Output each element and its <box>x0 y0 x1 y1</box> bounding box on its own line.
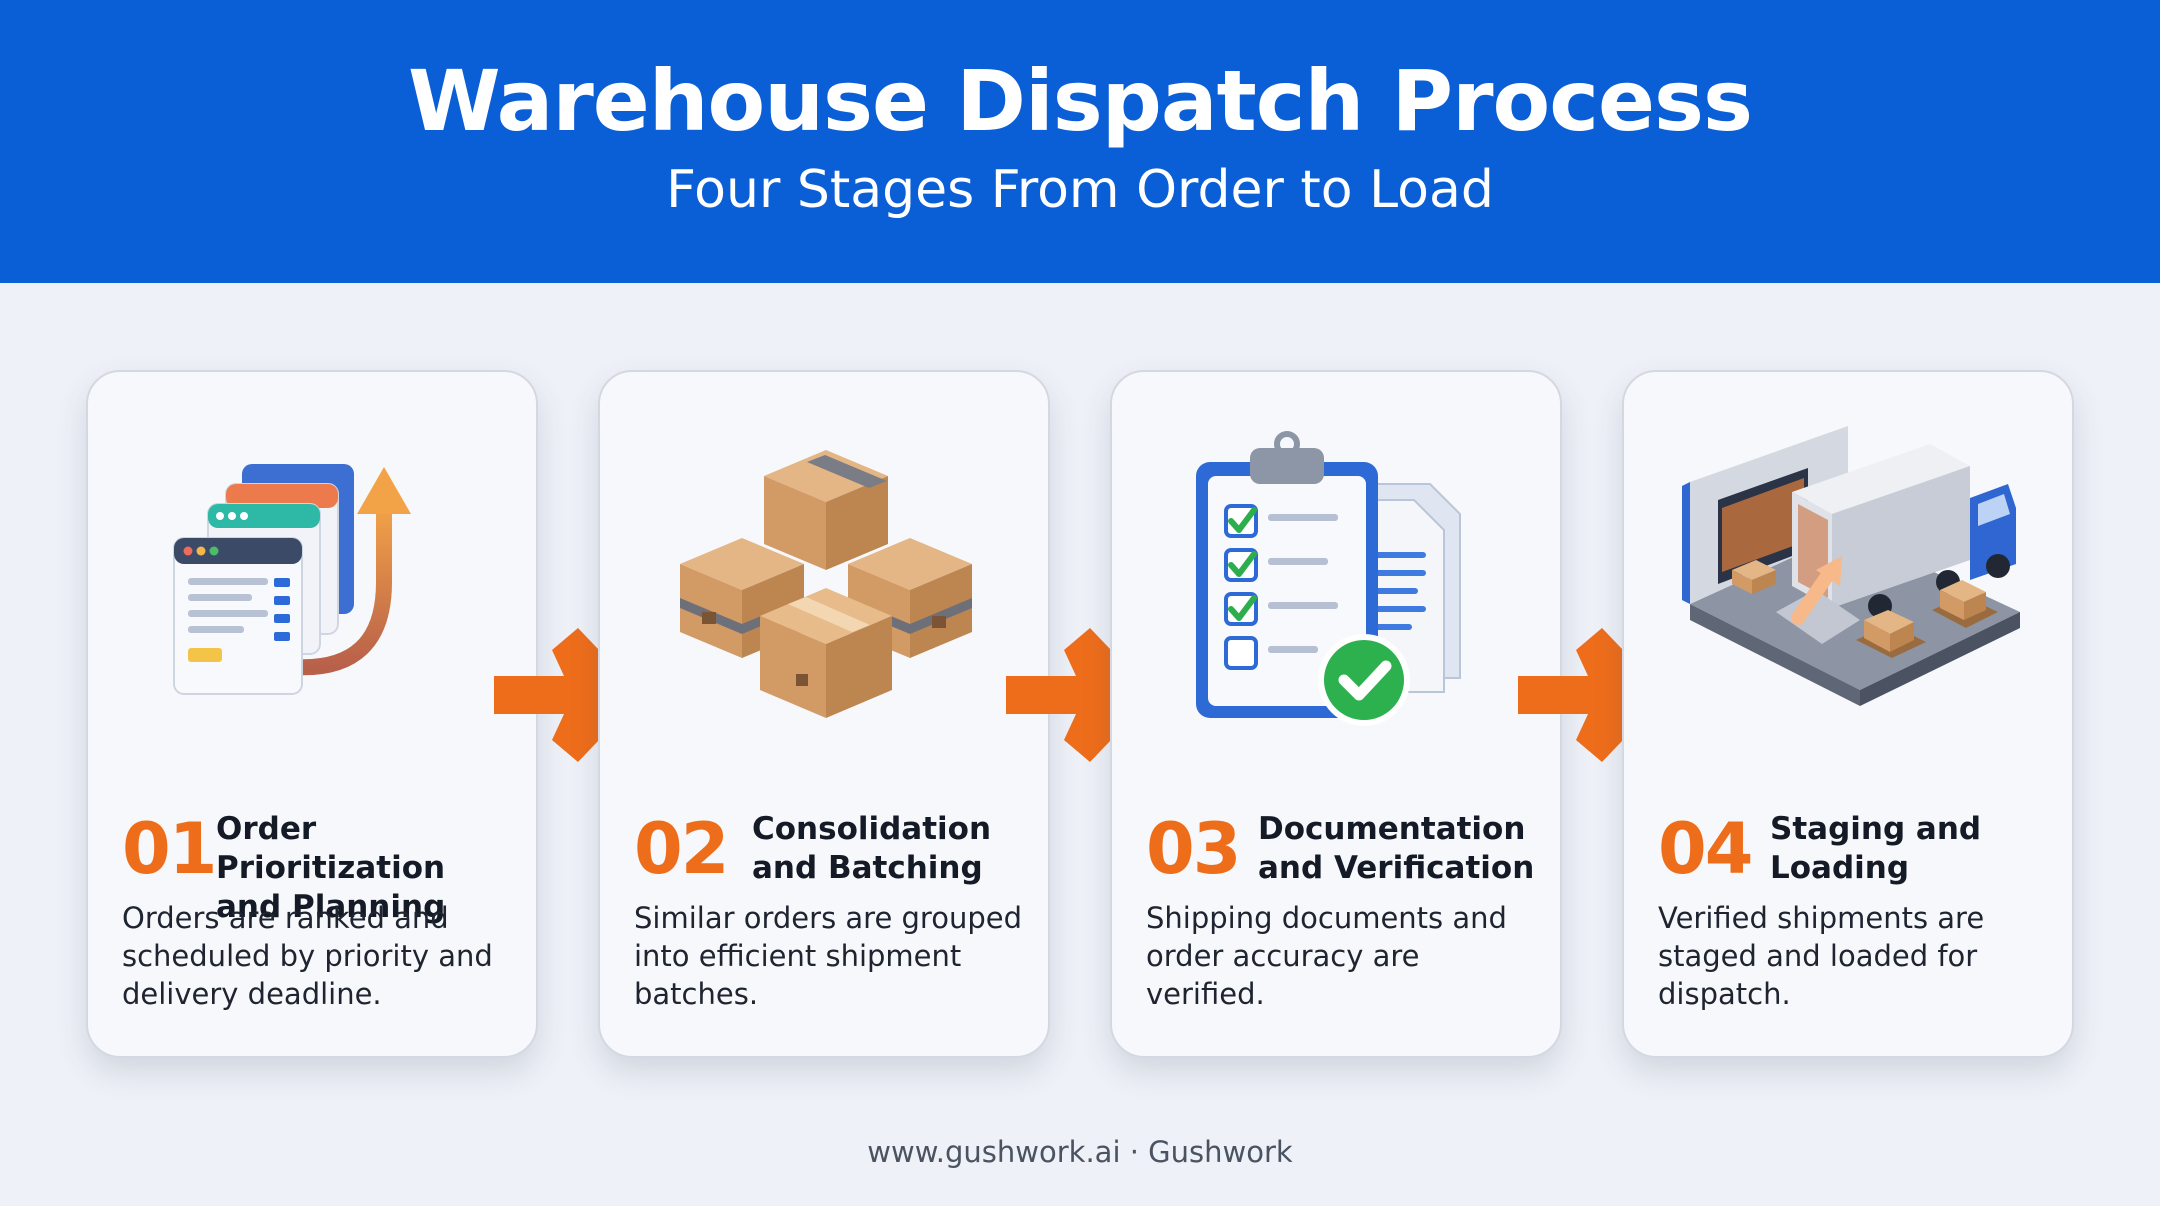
step-description-line: Verified shipments are <box>1658 901 1985 935</box>
checklist-clipboard-icon <box>1196 431 1461 726</box>
step-title: Order Prioritization and Planning <box>216 810 516 927</box>
step-card-3: 03 Documentation and Verification Shippi… <box>1110 370 1562 1058</box>
step-description-line: Orders are ranked and <box>122 901 449 935</box>
step-number: 04 <box>1658 808 1753 890</box>
step-description-line: order accuracy are <box>1146 939 1420 973</box>
step-description-line: verified. <box>1146 977 1265 1011</box>
step-card-4: 04 Staging and Loading Verified shipment… <box>1622 370 2074 1058</box>
step-description-line: batches. <box>634 977 759 1011</box>
step-description: Shipping documents and order accuracy ar… <box>1146 899 1536 1013</box>
step-title-line: Staging and <box>1770 811 1982 847</box>
step-description-line: dispatch. <box>1658 977 1791 1011</box>
step-title: Documentation and Verification <box>1258 810 1540 888</box>
step-title-line: Order Prioritization <box>216 811 446 886</box>
step-number: 01 <box>122 808 217 890</box>
header-banner: Warehouse Dispatch Process Four Stages F… <box>0 0 2160 283</box>
step-title-line: Documentation <box>1258 811 1526 847</box>
step-description-line: delivery deadline. <box>122 977 382 1011</box>
step-description-line: scheduled by priority and <box>122 939 493 973</box>
step-description-line: Similar orders are grouped <box>634 901 1022 935</box>
step-title-line: and Planning <box>216 889 446 925</box>
step-title-line: Loading <box>1770 850 1910 886</box>
step-title-line: Consolidation <box>752 811 992 847</box>
step-description: Similar orders are grouped into efficien… <box>634 899 1024 1013</box>
step-title-line: and Batching <box>752 850 983 886</box>
step-description-line: Shipping documents and <box>1146 901 1507 935</box>
step-number: 03 <box>1146 808 1241 890</box>
step-title: Consolidation and Batching <box>752 810 1028 888</box>
step-description: Orders are ranked and scheduled by prior… <box>122 899 512 1013</box>
truck-loading-dock-icon <box>1682 426 2020 706</box>
stacked-boxes-icon <box>680 450 972 718</box>
step-title: Staging and Loading <box>1770 810 2052 888</box>
step-number: 02 <box>634 808 729 890</box>
footer-credit[interactable]: www.gushwork.ai · Gushwork <box>867 1135 1293 1169</box>
step-description: Verified shipments are staged and loaded… <box>1658 899 2048 1013</box>
page-subtitle: Four Stages From Order to Load <box>666 160 1494 220</box>
prioritized-orders-icon <box>173 464 411 695</box>
step-card-1: 01 Order Prioritization and Planning Ord… <box>86 370 538 1058</box>
step-description-line: into efficient shipment <box>634 939 962 973</box>
step-description-line: staged and loaded for <box>1658 939 1978 973</box>
page-title: Warehouse Dispatch Process <box>407 52 1753 150</box>
step-title-line: and Verification <box>1258 850 1535 886</box>
step-card-2: 02 Consolidation and Batching Similar or… <box>598 370 1050 1058</box>
